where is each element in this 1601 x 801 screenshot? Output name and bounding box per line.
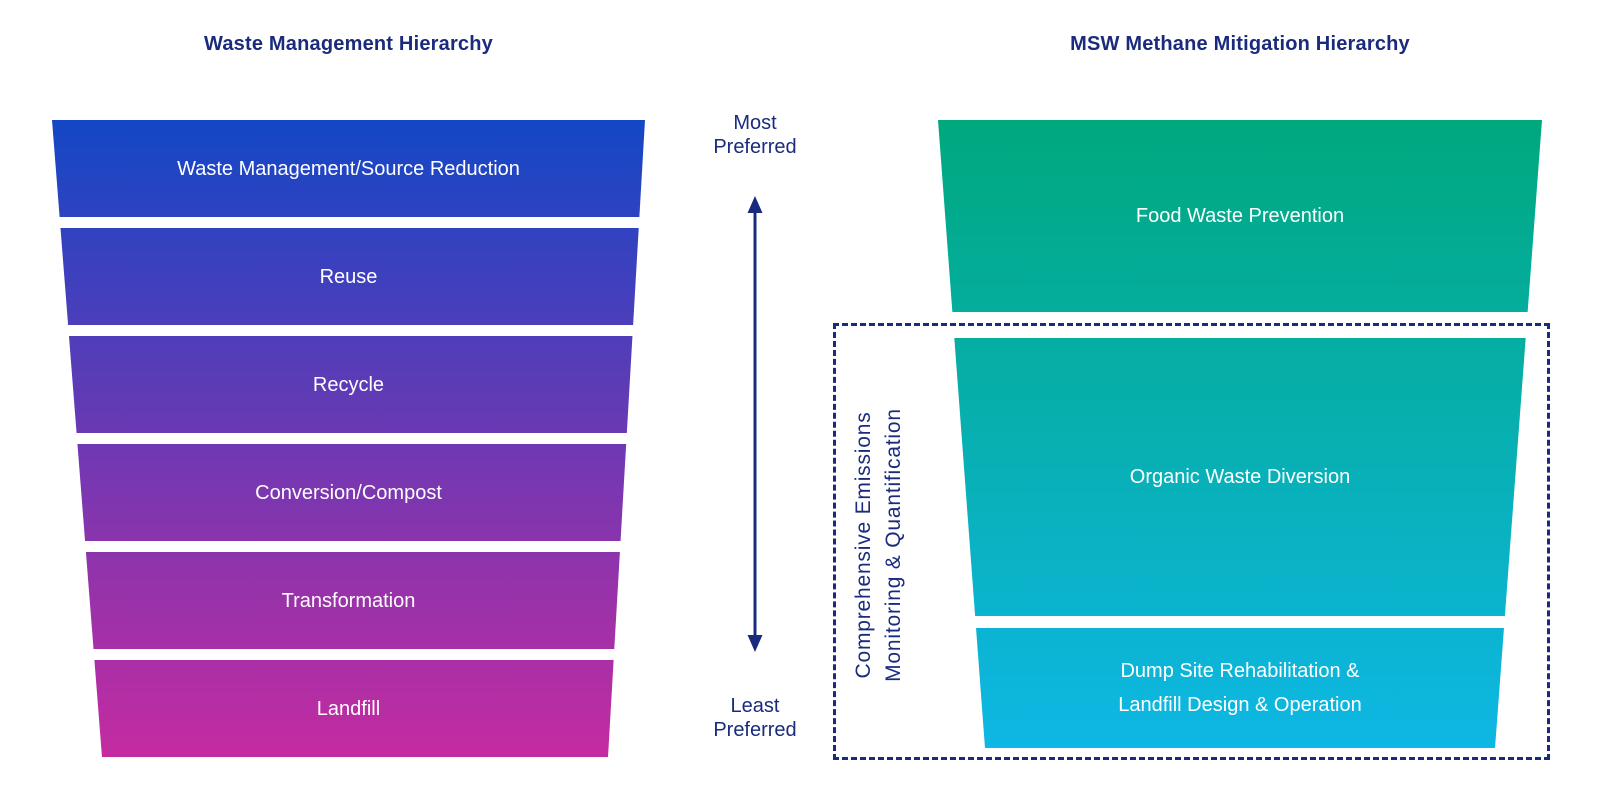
segment-label: Landfill [316,697,381,720]
funnel-segment-reuse: Reuse [52,228,645,325]
funnel-segment-recycle: Recycle [52,336,645,433]
segment-label: Dump Site Rehabilitation & Landfill Desi… [1118,660,1362,716]
preference-arrow-icon [747,196,763,652]
segment-label: Transformation [281,589,416,612]
segment-label: Reuse [319,265,378,288]
most-preferred-label: Most Preferred [713,112,797,158]
monitoring-box-label-line2: Monitoring & Quantification [882,408,905,682]
funnel-segment-source-reduction: Waste Management/Source Reduction [52,120,645,217]
segment-label: Food Waste Prevention [1135,205,1345,227]
funnel-segment-organic-waste-diversion: Organic Waste Diversion [938,338,1542,616]
monitoring-box-label: Comprehensive Emissions Monitoring & Qua… [849,375,909,715]
funnel-segment-dump-site-rehabilitation: Dump Site Rehabilitation & Landfill Desi… [938,628,1542,748]
right-chart-title: MSW Methane Mitigation Hierarchy [1070,33,1410,55]
segment-label: Waste Management/Source Reduction [177,157,520,180]
waste-management-funnel: Waste Management/Source Reduction Reuse … [52,120,645,757]
monitoring-quantification-box [833,323,1550,760]
funnel-segment-transformation: Transformation [52,552,645,649]
funnel-segment-conversion-compost: Conversion/Compost [52,444,645,541]
funnel-segment-food-waste-prevention: Food Waste Prevention [938,120,1542,312]
segment-label: Conversion/Compost [255,481,442,504]
least-preferred-label: Least Preferred [713,695,797,741]
segment-label: Recycle [312,373,385,396]
segment-label: Organic Waste Diversion [1129,466,1351,488]
funnel-segment-landfill: Landfill [52,660,645,757]
monitoring-box-label-line1: Comprehensive Emissions [852,411,875,679]
left-chart-title: Waste Management Hierarchy [204,33,493,55]
methane-mitigation-funnel: Food Waste Prevention Organic Waste Dive… [938,120,1542,748]
